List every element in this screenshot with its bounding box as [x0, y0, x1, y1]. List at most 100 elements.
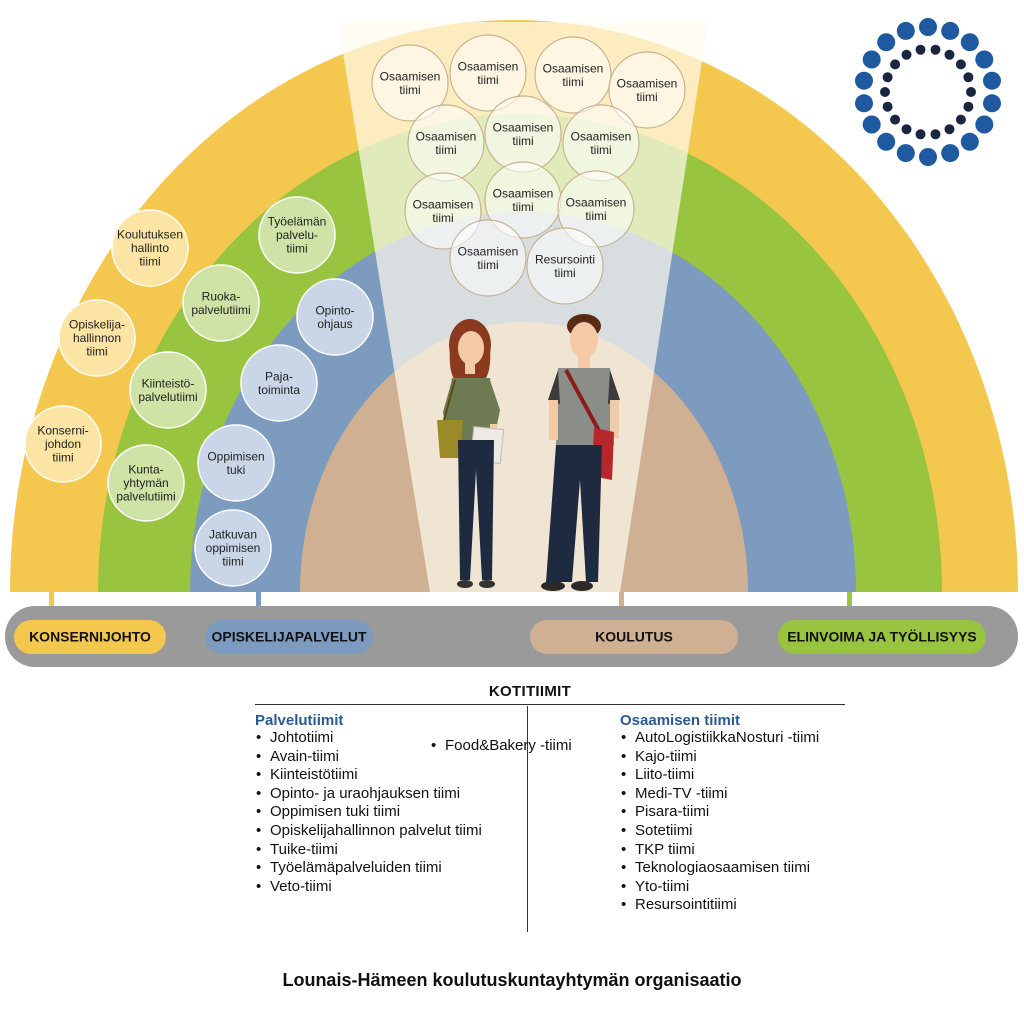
team-circle-elinvoima: Kiinteistö-palvelutiimi	[129, 351, 207, 429]
logo-dot	[975, 50, 994, 69]
logo-dot	[880, 87, 890, 97]
list-item: TKP tiimi	[620, 841, 880, 860]
logo-dot	[919, 18, 937, 36]
logo-dot	[955, 59, 966, 70]
team-circle-label: Opinto-ohjaus	[315, 303, 354, 331]
list-item: AutoLogistiikkaNosturi -tiimi	[620, 729, 880, 748]
logo-dot	[882, 101, 893, 112]
pill-koulutus-label: KOULUTUS	[595, 629, 673, 645]
list-item: Oppimisen tuki tiimi	[255, 803, 525, 822]
student-man-illustration	[541, 314, 620, 591]
kotitiimit-legend: KOTITIIMIT Palvelutiimit Johtotiimi Avai…	[0, 675, 1024, 935]
list-item: Food&Bakery -tiimi	[430, 737, 610, 756]
legend-heading: KOTITIIMIT	[488, 683, 572, 700]
logo-dot	[862, 115, 881, 134]
team-circle-opiskelijapalvelut: Opinto-ohjaus	[296, 278, 374, 356]
list-item: Työelämäpalveluiden tiimi	[255, 859, 525, 878]
logo-dot	[966, 87, 976, 97]
pill-opiskelijapalvelut: OPISKELIJAPALVELUT	[205, 620, 373, 654]
list-item: Kiinteistötiimi	[255, 766, 525, 785]
logo-dot	[955, 114, 966, 125]
pill-elinvoima: ELINVOIMA JA TYÖLLISYYS	[778, 620, 986, 654]
logo-dot	[960, 132, 979, 151]
logo-dot	[963, 101, 974, 112]
legend-divider	[255, 704, 845, 705]
logo-dot	[930, 129, 941, 140]
palvelutiimit-title: Palvelutiimit	[255, 712, 344, 729]
list-item: Veto-tiimi	[255, 878, 525, 897]
list-item: Resursointitiimi	[620, 896, 880, 915]
logo-dot	[944, 124, 955, 135]
pill-opiskelijapalvelut-label: OPISKELIJAPALVELUT	[211, 629, 367, 645]
team-circle-label: Kiinteistö-palvelutiimi	[138, 376, 197, 404]
logo-dot	[896, 21, 915, 40]
list-item: Liito-tiimi	[620, 766, 880, 785]
logo-dot	[877, 33, 896, 52]
logo-dot	[877, 132, 896, 151]
logo-dot	[896, 144, 915, 163]
logo-dots	[855, 18, 1001, 166]
logo-dot	[862, 50, 881, 69]
list-item: Yto-tiimi	[620, 878, 880, 897]
logo-dot	[983, 71, 1001, 90]
food-bakery-list: Food&Bakery -tiimi	[430, 737, 610, 756]
list-item: Teknologiaosaamisen tiimi	[620, 859, 880, 878]
list-item: Sotetiimi	[620, 822, 880, 841]
list-item: Kajo-tiimi	[620, 748, 880, 767]
logo-dot	[960, 33, 979, 52]
list-item: Opinto- ja uraohjauksen tiimi	[255, 785, 525, 804]
logo-dot	[915, 129, 926, 140]
legend-column-divider	[527, 706, 528, 932]
logo-dot	[975, 115, 994, 134]
team-circle-opiskelijapalvelut: Paja-toiminta	[240, 344, 318, 422]
osaamisen-tiimit-column: Osaamisen tiimit AutoLogistiikkaNosturi …	[620, 712, 880, 915]
logo-dot	[919, 148, 937, 166]
logo-dot	[855, 94, 873, 113]
logo-dot	[983, 94, 1001, 113]
team-circle-elinvoima: Ruoka-palvelutiimi	[182, 264, 260, 342]
list-item: Medi-TV -tiimi	[620, 785, 880, 804]
list-item: Opiskelijahallinnon palvelut tiimi	[255, 822, 525, 841]
pill-elinvoima-label: ELINVOIMA JA TYÖLLISYYS	[787, 629, 977, 645]
pill-konsernijohto: KONSERNIJOHTO	[14, 620, 166, 654]
logo-dot	[941, 144, 960, 163]
page-caption: Lounais-Hämeen koulutuskuntayhtymän orga…	[282, 970, 742, 990]
student-woman-illustration	[437, 319, 505, 588]
logo-dot	[901, 124, 912, 135]
logo-dot	[890, 59, 901, 70]
logo-dot	[901, 49, 912, 60]
team-circle-label: Ruoka-palvelutiimi	[191, 289, 250, 317]
logo-dot	[930, 44, 941, 55]
logo-dot	[882, 72, 893, 83]
palvelutiimit-column: Palvelutiimit Johtotiimi Avain-tiimi Kii…	[255, 712, 525, 896]
